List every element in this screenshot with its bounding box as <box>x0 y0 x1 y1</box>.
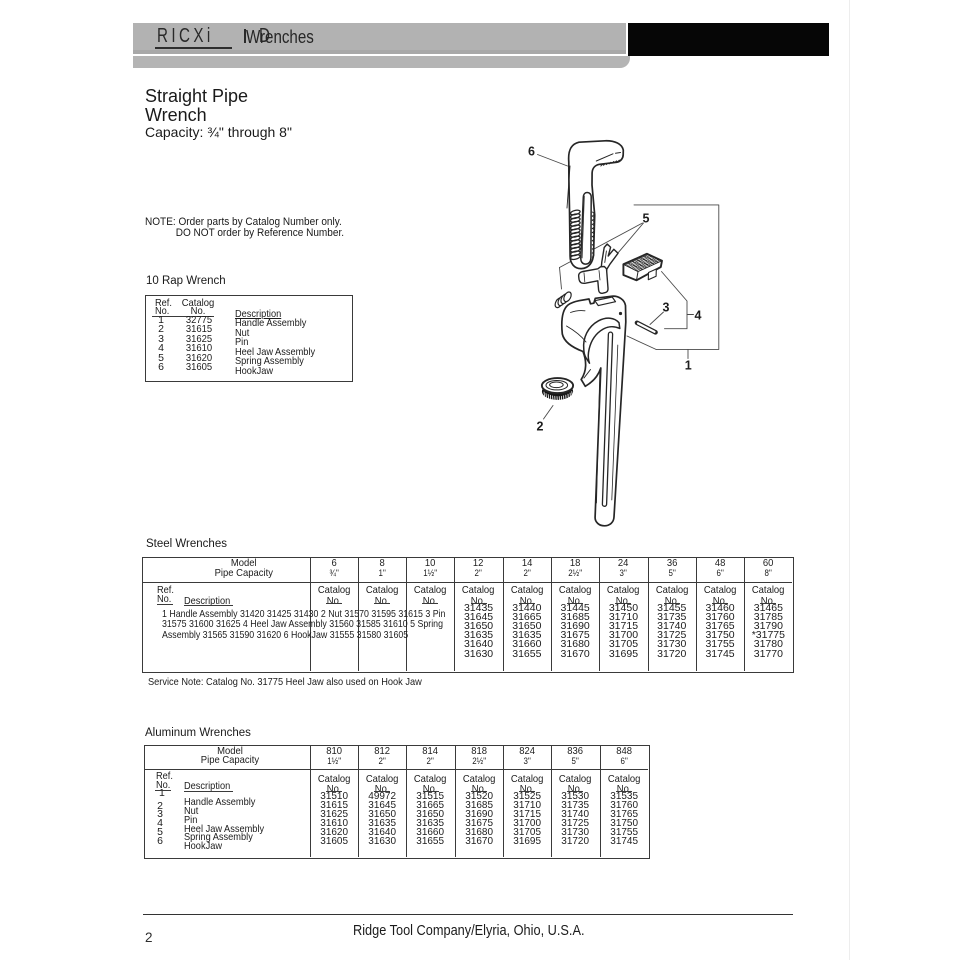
svg-text:3: 3 <box>663 301 670 315</box>
svg-text:2: 2 <box>537 420 544 434</box>
svg-text:6: 6 <box>528 145 535 159</box>
svg-text:1: 1 <box>685 359 692 373</box>
svg-text:4: 4 <box>695 309 702 323</box>
svg-text:5: 5 <box>643 212 650 226</box>
